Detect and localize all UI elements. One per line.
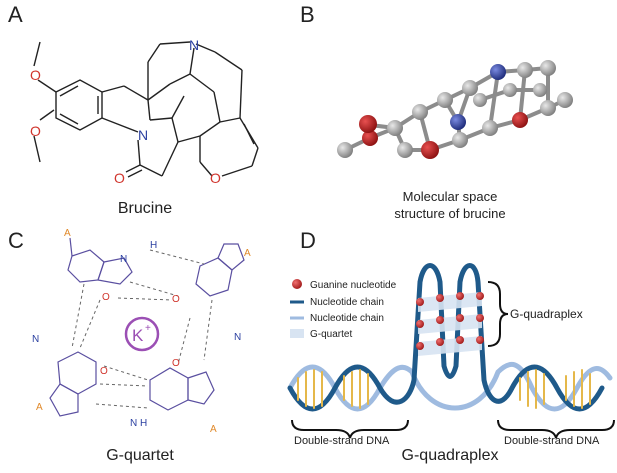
atom-carbon bbox=[533, 83, 547, 97]
nucleotide-chain-dark bbox=[287, 263, 605, 412]
brucine-oxygen-label-2: O bbox=[30, 123, 41, 139]
panel-d-letter: D bbox=[300, 228, 316, 253]
legend-label-dark-chain: Nucleotide chain bbox=[310, 297, 384, 308]
right-dna-label: Double-strand DNA bbox=[504, 435, 600, 447]
potassium-ion-symbol: K bbox=[132, 326, 144, 345]
guanine-nucleotide bbox=[456, 314, 464, 322]
atom-carbon bbox=[462, 80, 478, 96]
potassium-ion: K + bbox=[124, 316, 160, 352]
panel-a-letter: A bbox=[8, 2, 23, 27]
guanine-nucleotide bbox=[436, 294, 444, 302]
atom-carbon bbox=[503, 83, 517, 97]
legend-marker-quartet bbox=[290, 329, 304, 338]
brucine-atom-labels: O O N N O O bbox=[30, 37, 221, 186]
guanine-nucleotide bbox=[456, 336, 464, 344]
right-dna-brace bbox=[497, 419, 615, 439]
atom-oxygen bbox=[512, 112, 528, 128]
atom-oxygen bbox=[362, 130, 378, 146]
quartet-A-label: A bbox=[36, 402, 43, 413]
left-dna-label: Double-strand DNA bbox=[294, 435, 390, 447]
quartet-O-label: O bbox=[100, 366, 108, 377]
atom-carbon bbox=[540, 100, 556, 116]
guanine-nucleotide bbox=[476, 292, 484, 300]
legend-label-light-chain: Nucleotide chain bbox=[310, 313, 384, 324]
guanine-nucleotide bbox=[416, 320, 424, 328]
guanine-nucleotide bbox=[416, 298, 424, 306]
panel-c-letter: C bbox=[8, 228, 24, 253]
atom-carbon bbox=[397, 142, 413, 158]
caption-molecular-space: Molecular space structure of brucine bbox=[360, 188, 540, 222]
panel-b-letter: B bbox=[300, 2, 315, 27]
caption-brucine: Brucine bbox=[117, 200, 173, 217]
potassium-ion-charge: + bbox=[145, 323, 151, 334]
atom-carbon bbox=[473, 93, 487, 107]
guanine-nucleotide bbox=[436, 316, 444, 324]
quartet-H-label: H bbox=[140, 418, 147, 429]
g-quartet-plane bbox=[418, 292, 482, 312]
dna-strands bbox=[287, 263, 613, 412]
g-quartet-hbonds bbox=[71, 249, 213, 409]
caption-molecular-space-line2: structure of brucine bbox=[394, 206, 506, 221]
caption-g-quartet: G-quartet bbox=[106, 447, 174, 464]
base-pairs bbox=[297, 369, 591, 409]
brucine-structure bbox=[33, 41, 259, 178]
quartet-A-label: A bbox=[244, 248, 251, 259]
g-quartet-planes bbox=[418, 292, 482, 356]
atom-nitrogen bbox=[450, 114, 466, 130]
guanine-nucleotides bbox=[416, 292, 484, 350]
brucine-oxygen-label-3: O bbox=[114, 170, 125, 186]
atom-carbon bbox=[482, 120, 498, 136]
atom-carbon bbox=[437, 92, 453, 108]
brucine-nitrogen-label-1: N bbox=[138, 127, 148, 143]
g-quartet-structure bbox=[49, 237, 245, 417]
brucine-3d-model bbox=[337, 60, 573, 159]
guanine-nucleotide bbox=[436, 338, 444, 346]
left-dna-brace bbox=[291, 419, 409, 439]
atom-carbon bbox=[517, 62, 533, 78]
guanine-nucleotide bbox=[476, 336, 484, 344]
quartet-N-label: N bbox=[120, 254, 127, 265]
legend: Guanine nucleotide Nucleotide chain Nucl… bbox=[290, 279, 397, 340]
guanine-nucleotide bbox=[456, 292, 464, 300]
quartet-H-label: H bbox=[150, 240, 157, 251]
legend-label-quartet: G-quartet bbox=[310, 329, 352, 340]
legend-marker-guanine bbox=[292, 279, 302, 289]
g-quadraplex-brace bbox=[487, 281, 509, 347]
atom-oxygen bbox=[359, 115, 377, 133]
atom-carbon bbox=[412, 104, 428, 120]
g-quartet-atom-labels: A A A A N H O O N N O O N H bbox=[32, 228, 251, 435]
quartet-O-label: O bbox=[172, 294, 180, 305]
guanine-nucleotide bbox=[476, 314, 484, 322]
atom-carbon bbox=[387, 120, 403, 136]
atom-carbon bbox=[540, 60, 556, 76]
guanine-nucleotide bbox=[416, 342, 424, 350]
quartet-N-label: N bbox=[32, 334, 39, 345]
caption-g-quadraplex: G-quadraplex bbox=[401, 447, 499, 464]
g-quadraplex-label: G-quadraplex bbox=[510, 307, 583, 321]
quartet-N-label: N bbox=[234, 332, 241, 343]
quartet-O-label: O bbox=[102, 292, 110, 303]
quartet-N-label: N bbox=[130, 418, 137, 429]
g-quartet-plane bbox=[418, 314, 482, 334]
atom-carbon bbox=[452, 132, 468, 148]
atom-carbon bbox=[337, 142, 353, 158]
brucine-nitrogen-label-2: N bbox=[189, 37, 199, 53]
atom-nitrogen bbox=[490, 64, 506, 80]
caption-molecular-space-line1: Molecular space bbox=[402, 189, 498, 204]
legend-label-guanine: Guanine nucleotide bbox=[310, 280, 397, 291]
brucine-oxygen-label-4: O bbox=[210, 170, 221, 186]
quartet-A-label: A bbox=[64, 228, 71, 239]
quartet-O-label: O bbox=[172, 358, 180, 369]
quartet-A-label: A bbox=[210, 424, 217, 435]
potassium-ion-circle bbox=[124, 316, 160, 352]
g-quartet-plane bbox=[418, 336, 482, 356]
brucine-oxygen-label-1: O bbox=[30, 67, 41, 83]
atom-carbon bbox=[557, 92, 573, 108]
atom-oxygen bbox=[421, 141, 439, 159]
